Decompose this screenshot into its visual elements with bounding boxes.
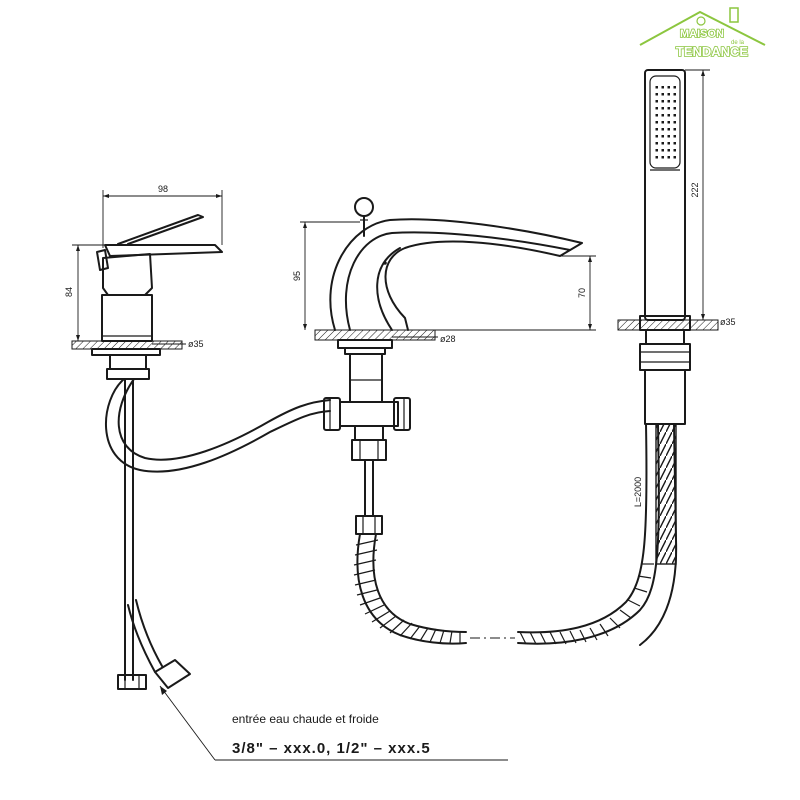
spout-assembly: 95 70 ø28 xyxy=(292,197,596,535)
dim-lever-base: ø35 xyxy=(188,339,204,349)
hand-shower-assembly: 222 ø35 xyxy=(617,69,736,425)
thread-spec: 3/8" – xxx.0, 1/2" – xxx.5 xyxy=(232,740,431,757)
logo-middle: de la xyxy=(731,40,745,46)
dim-spout-outlet: 70 xyxy=(577,288,587,298)
logo-line2: TENDANCE xyxy=(676,44,749,59)
inlet-label: entrée eau chaude et froide xyxy=(232,712,379,726)
mixer-lever-assembly: 98 84 ø35 xyxy=(64,184,331,690)
dim-lever-height: 84 xyxy=(64,287,74,297)
dim-spout-height: 95 xyxy=(292,271,302,281)
inlet-callout xyxy=(159,685,508,761)
brand-logo: MAISON de la TENDANCE xyxy=(639,7,766,60)
dim-hose-length: L=2000 xyxy=(633,477,643,507)
dim-shower-height: 222 xyxy=(690,182,700,197)
logo-line1: MAISON xyxy=(680,28,724,40)
shower-hose: L=2000 xyxy=(353,423,678,646)
dim-lever-width: 98 xyxy=(158,184,168,194)
dim-spout-base: ø28 xyxy=(440,334,456,344)
dim-shower-base: ø35 xyxy=(720,317,736,327)
